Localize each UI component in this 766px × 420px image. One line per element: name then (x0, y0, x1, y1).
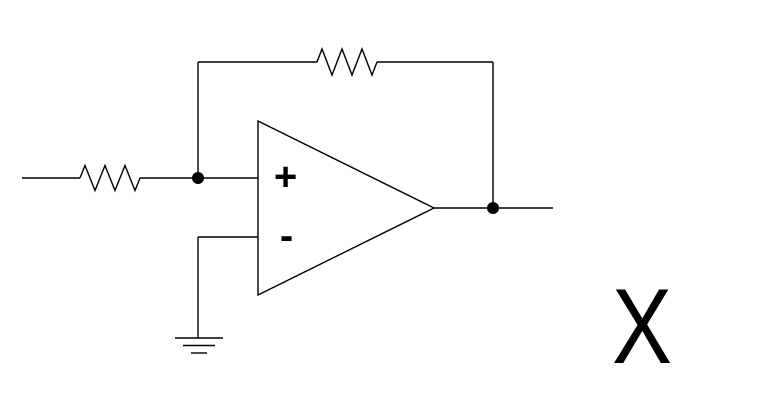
feedback-branch (197, 47, 494, 208)
ground-branch (175, 236, 258, 354)
input-resistor (79, 163, 141, 193)
opamp-minus-label: - (280, 214, 293, 258)
output-branch (434, 202, 553, 214)
output-junction-dot (487, 202, 499, 214)
opamp: + - (257, 119, 436, 297)
feedback-resistor (316, 47, 378, 77)
output-x-label: X (612, 266, 672, 386)
ground-symbol (175, 337, 223, 354)
opamp-plus-label: + (274, 155, 297, 199)
input-branch (22, 163, 258, 193)
opamp-triangle (257, 119, 436, 297)
